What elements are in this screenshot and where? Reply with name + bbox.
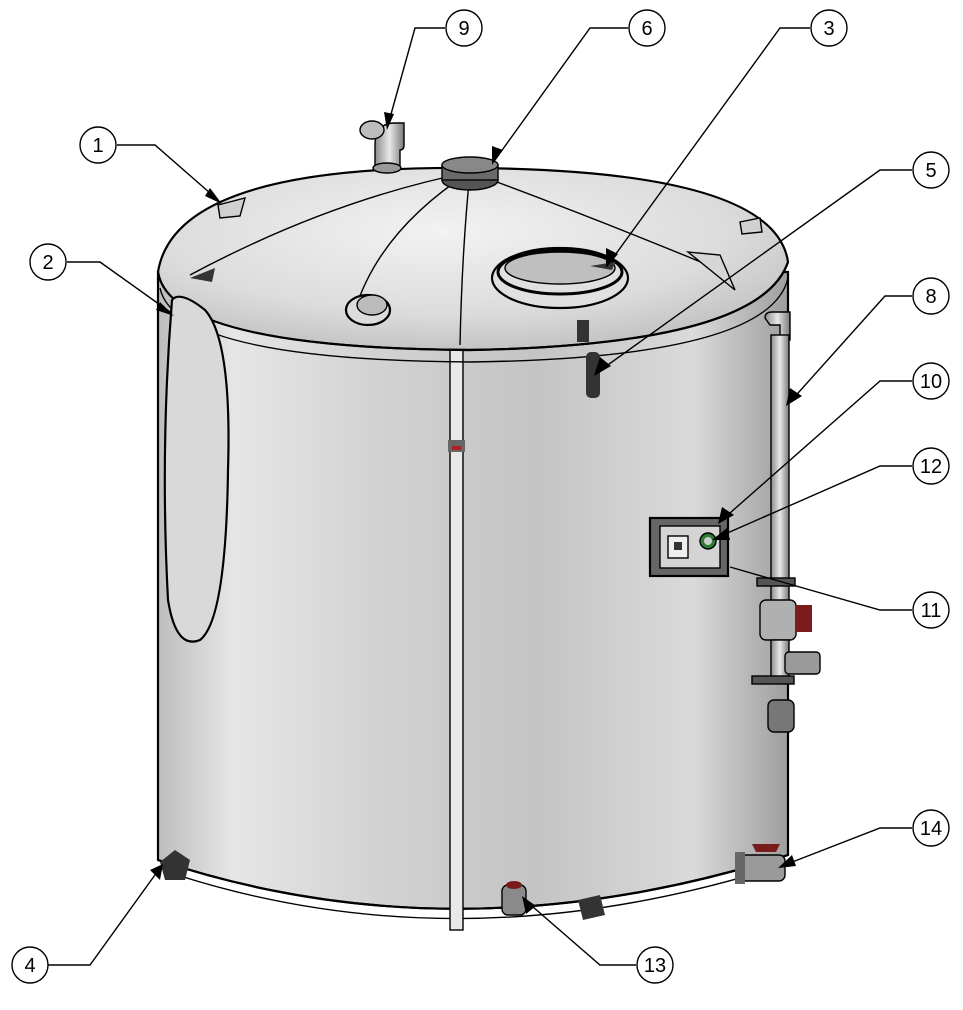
top-nozzle xyxy=(441,156,499,191)
callout-label: 11 xyxy=(921,600,942,622)
seam-marker xyxy=(452,446,461,450)
callout-label: 3 xyxy=(823,18,834,40)
lid-clip-left xyxy=(190,268,215,282)
callout-1: 1 xyxy=(79,126,117,164)
callout-11: 11 xyxy=(912,591,950,629)
callout-6: 6 xyxy=(628,9,666,47)
leader-lines xyxy=(48,27,912,966)
seam-strip xyxy=(449,344,464,931)
callout-label: 9 xyxy=(458,18,469,40)
lifting-lug-right xyxy=(739,217,763,235)
callout-label: 13 xyxy=(644,955,666,977)
bottom-outlet xyxy=(501,881,527,916)
callout-label: 8 xyxy=(925,286,936,308)
callout-label: 10 xyxy=(920,371,942,393)
control-box xyxy=(648,516,730,578)
lid-clip-right xyxy=(685,251,736,291)
sight-window xyxy=(163,295,230,643)
lifting-lug-left xyxy=(217,197,246,219)
level-lug xyxy=(586,352,600,398)
support-foot-center xyxy=(578,895,605,920)
callout-label: 5 xyxy=(925,160,936,182)
support-foot-left xyxy=(160,850,190,880)
callout-label: 2 xyxy=(42,252,53,274)
lid-port xyxy=(344,293,392,327)
callout-label: 6 xyxy=(641,18,652,40)
tank-body xyxy=(156,270,790,931)
callout-label: 12 xyxy=(920,456,942,478)
callout-10: 10 xyxy=(912,362,950,400)
manhole xyxy=(490,246,630,310)
callout-5: 5 xyxy=(912,151,950,189)
drain-valve xyxy=(735,844,786,884)
callout-label: 1 xyxy=(92,135,103,157)
callout-14: 14 xyxy=(912,809,950,847)
gauge-pipe xyxy=(751,311,821,733)
callout-label: 4 xyxy=(24,955,35,977)
callout-2: 2 xyxy=(29,243,67,281)
callout-12: 12 xyxy=(912,447,950,485)
callout-9: 9 xyxy=(445,9,483,47)
callout-4: 4 xyxy=(11,946,49,984)
callout-8: 8 xyxy=(912,277,950,315)
vent-elbow xyxy=(359,120,405,174)
level-lug-top xyxy=(577,320,589,342)
callout-3: 3 xyxy=(810,9,848,47)
callout-label: 14 xyxy=(920,818,942,840)
callout-13: 13 xyxy=(636,946,674,984)
